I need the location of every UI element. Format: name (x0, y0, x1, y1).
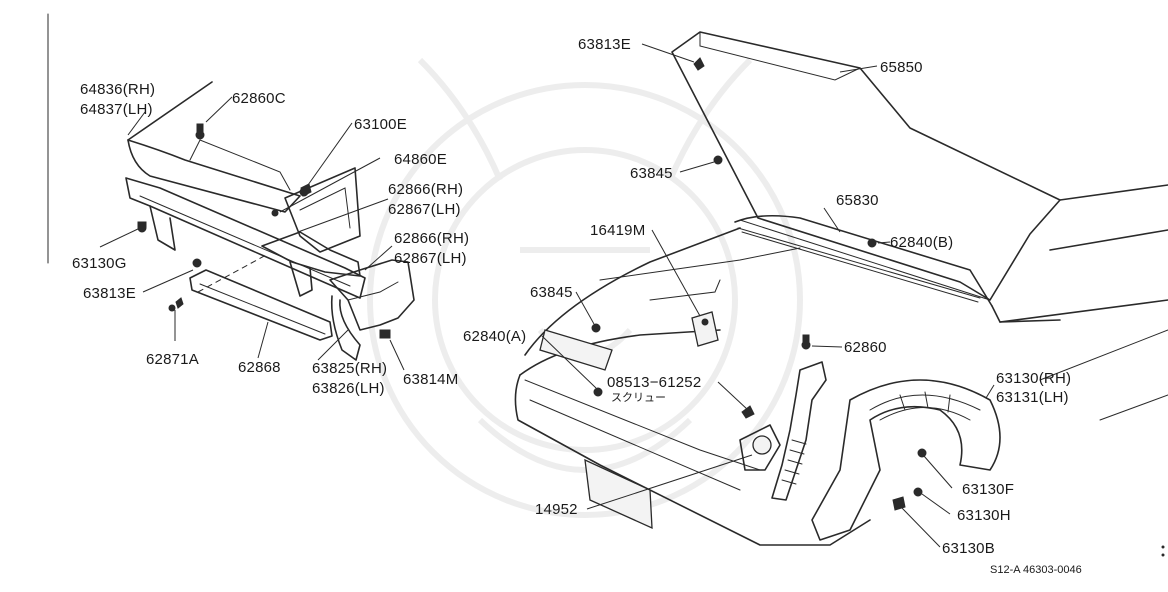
label-63130f: 63130F (962, 481, 1014, 498)
label-63100e: 63100E (354, 116, 407, 133)
label-63826: 63826(LH) (312, 380, 385, 397)
label-63845-upper: 63845 (630, 165, 673, 182)
label-65850: 65850 (880, 59, 923, 76)
label-63814m: 63814M (403, 371, 458, 388)
label-62868: 62868 (238, 359, 281, 376)
label-64860e: 64860E (394, 151, 447, 168)
label-62860: 62860 (844, 339, 887, 356)
label-63130h: 63130H (957, 507, 1011, 524)
label-08513-61252: 08513−61252 (607, 374, 701, 391)
hood-and-front-end-assembly (514, 31, 1168, 546)
callout-labels: 64836(RH) 64837(LH) 62860C 63100E 64860E… (72, 36, 1082, 576)
front-panel-assembly (125, 81, 415, 361)
label-64836: 64836(RH) (80, 81, 155, 98)
label-62871a: 62871A (146, 351, 199, 368)
label-63813e-right: 63813E (578, 36, 631, 53)
label-62867-lh-upper: 62867(LH) (388, 201, 461, 218)
left-leader-lines (99, 96, 405, 371)
label-16419m: 16419M (590, 222, 645, 239)
watermark-emblem (367, 57, 803, 518)
label-62840b: 62840(B) (890, 234, 953, 251)
label-62866-rh-lower: 62866(RH) (394, 230, 469, 247)
right-leader-lines (541, 43, 995, 548)
diagram-reference-code: S12-A 46303-0046 (990, 564, 1082, 576)
label-63845-lower: 63845 (530, 284, 573, 301)
label-62866-rh-upper: 62866(RH) (388, 181, 463, 198)
label-63130-rh: 63130(RH) (996, 370, 1071, 387)
label-65830: 65830 (836, 192, 879, 209)
label-08513-screw: スクリュー (611, 391, 666, 404)
label-62840a: 62840(A) (463, 328, 526, 345)
label-14952: 14952 (535, 501, 578, 518)
scan-marks (1161, 545, 1165, 557)
label-63825: 63825(RH) (312, 360, 387, 377)
label-63813e-left: 63813E (83, 285, 136, 302)
label-64837: 64837(LH) (80, 101, 153, 118)
label-62867-lh-lower: 62867(LH) (394, 250, 467, 267)
label-63131-lh: 63131(LH) (996, 389, 1069, 406)
label-62860c: 62860C (232, 90, 286, 107)
label-63130b: 63130B (942, 540, 995, 557)
label-63130g: 63130G (72, 255, 127, 272)
